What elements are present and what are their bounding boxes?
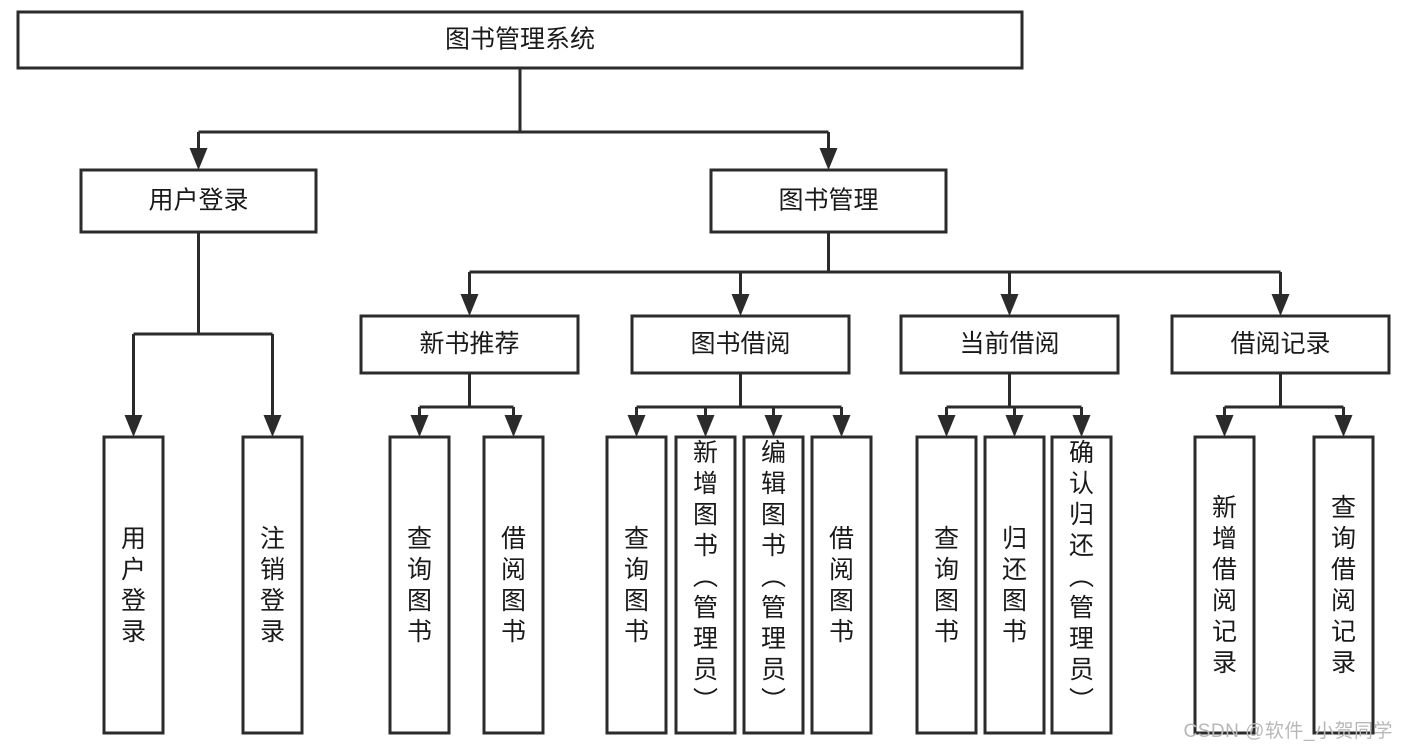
node-root[interactable]: 图书管理系统 [16, 10, 1024, 70]
node-box [630, 314, 851, 375]
arrow-head-icon [1072, 415, 1091, 437]
node-label: 用户登录 [148, 187, 248, 215]
arrow-head-icon [1000, 294, 1019, 316]
edge-group-book-manage [460, 232, 1290, 316]
node-leaf-leaf-edit-book-admin[interactable]: 编辑图书︵管理员︶ [742, 435, 805, 735]
node-label: 借阅记录 [1230, 330, 1330, 358]
node-box [359, 314, 580, 375]
node-leaf-leaf-borrow-book-1[interactable]: 借阅图书 [482, 435, 545, 735]
node-box [1193, 435, 1256, 735]
node-leaf-leaf-user-login[interactable]: 用户登录 [102, 435, 165, 735]
node-leaf-leaf-add-book-admin[interactable]: 新增图书︵管理员︶ [674, 435, 737, 735]
node-level3-new-book-recommend[interactable]: 新书推荐 [359, 314, 580, 375]
node-box [915, 435, 978, 735]
edge-group-book-borrow [627, 373, 851, 437]
edge-group-new-book-recommend [410, 373, 523, 437]
edge-group-root [189, 68, 838, 170]
arrow-head-icon [764, 415, 783, 437]
node-leaf-leaf-query-book-3[interactable]: 查询图书 [915, 435, 978, 735]
node-label: 查询图书 [934, 525, 959, 646]
arrow-head-icon [460, 294, 479, 316]
node-box [241, 435, 304, 735]
node-box [1170, 314, 1391, 375]
node-label: 确认归还︵管理员︶ [1069, 439, 1094, 715]
node-label: 查询图书 [624, 525, 649, 646]
node-leaf-leaf-query-book-2[interactable]: 查询图书 [605, 435, 668, 735]
node-level2-book-manage[interactable]: 图书管理 [709, 168, 948, 234]
node-box [79, 168, 318, 234]
edge-group-current-borrow [937, 373, 1091, 437]
node-box [810, 435, 873, 735]
node-leaf-leaf-borrow-book-2[interactable]: 借阅图书 [810, 435, 873, 735]
node-label: 查询图书 [407, 525, 432, 646]
node-leaf-leaf-logout-login[interactable]: 注销登录 [241, 435, 304, 735]
node-label: 借阅图书 [829, 525, 854, 646]
node-label: 当前借阅 [959, 330, 1059, 358]
arrow-head-icon [1334, 415, 1353, 437]
connector-layer [124, 68, 1353, 437]
node-leaf-leaf-confirm-return-admin[interactable]: 确认归还︵管理员︶ [1050, 435, 1113, 735]
node-leaf-leaf-query-book-1[interactable]: 查询图书 [388, 435, 451, 735]
node-box [1312, 435, 1375, 735]
node-label: 用户登录 [121, 525, 146, 646]
node-label: 图书管理系统 [445, 26, 595, 54]
node-layer: 图书管理系统用户登录图书管理新书推荐图书借阅当前借阅借阅记录用户登录注销登录查询… [16, 10, 1391, 735]
node-box [482, 435, 545, 735]
arrow-head-icon [627, 415, 646, 437]
node-box [388, 435, 451, 735]
node-level3-book-borrow[interactable]: 图书借阅 [630, 314, 851, 375]
arrow-head-icon [410, 415, 429, 437]
node-label: 归还图书 [1002, 525, 1027, 646]
node-label: 注销登录 [260, 525, 285, 646]
arrow-head-icon [832, 415, 851, 437]
node-box [899, 314, 1120, 375]
node-box [709, 168, 948, 234]
arrow-head-icon [731, 294, 750, 316]
node-label: 编辑图书︵管理员︶ [761, 439, 786, 715]
node-level3-borrow-record[interactable]: 借阅记录 [1170, 314, 1391, 375]
arrow-head-icon [1271, 294, 1290, 316]
arrow-head-icon [504, 415, 523, 437]
node-box [983, 435, 1046, 735]
node-label: 借阅图书 [501, 525, 526, 646]
node-box [102, 435, 165, 735]
node-box [674, 435, 737, 735]
node-label: 新增图书︵管理员︶ [693, 439, 718, 715]
arrow-head-icon [124, 415, 143, 437]
node-leaf-leaf-return-book[interactable]: 归还图书 [983, 435, 1046, 735]
edge-group-borrow-record [1215, 373, 1353, 437]
node-box [1050, 435, 1113, 735]
node-level3-current-borrow[interactable]: 当前借阅 [899, 314, 1120, 375]
arrow-head-icon [696, 415, 715, 437]
node-box [605, 435, 668, 735]
node-label: 查询借阅记录 [1331, 494, 1356, 677]
node-level2-user-login[interactable]: 用户登录 [79, 168, 318, 234]
node-box [742, 435, 805, 735]
arrow-head-icon [819, 148, 838, 170]
node-label: 新书推荐 [419, 330, 519, 358]
arrow-head-icon [937, 415, 956, 437]
node-label: 图书管理 [778, 187, 878, 215]
node-label: 图书借阅 [690, 330, 790, 358]
arrow-head-icon [189, 148, 208, 170]
node-label: 新增借阅记录 [1212, 494, 1237, 677]
node-leaf-leaf-query-borrow-record[interactable]: 查询借阅记录 [1312, 435, 1375, 735]
arrow-head-icon [1005, 415, 1024, 437]
arrow-head-icon [1215, 415, 1234, 437]
edge-group-user-login [124, 232, 282, 437]
arrow-head-icon [263, 415, 282, 437]
node-leaf-leaf-add-borrow-record[interactable]: 新增借阅记录 [1193, 435, 1256, 735]
node-box [16, 10, 1024, 70]
